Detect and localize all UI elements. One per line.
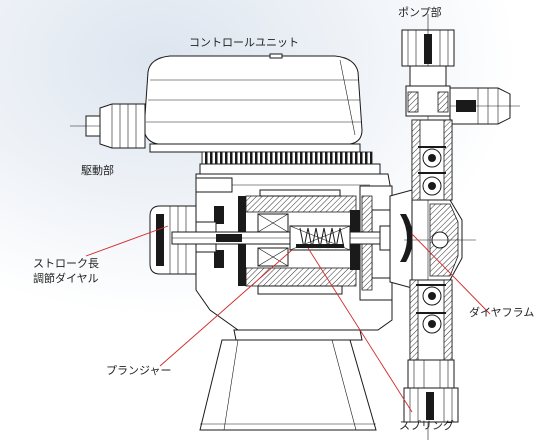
leader-stroke-dial: [85, 225, 169, 257]
pump-upper-valve: [401, 14, 520, 440]
label-stroke-dial-line1: ストローク長: [33, 257, 99, 270]
label-pump-part: ポンプ部: [398, 6, 442, 19]
diaphragm-head: [389, 189, 476, 289]
pump-stand: [199, 329, 377, 431]
leader-lines: [85, 225, 491, 413]
leader-plunger: [159, 249, 293, 367]
label-plunger: プランジャー: [106, 364, 172, 377]
label-spring: スプリング: [399, 419, 454, 432]
label-control-unit: コントロールユニット: [189, 36, 299, 49]
label-stroke-dial-line2: 調節ダイヤル: [33, 272, 99, 285]
label-drive-part: 駆動部: [81, 164, 114, 177]
control-unit-housing: [70, 53, 363, 153]
leader-spring: [307, 247, 413, 413]
pump-lower-valve: [403, 279, 459, 423]
leader-diaphragm: [411, 233, 491, 315]
label-diaphragm: ダイヤフラム: [469, 306, 535, 319]
